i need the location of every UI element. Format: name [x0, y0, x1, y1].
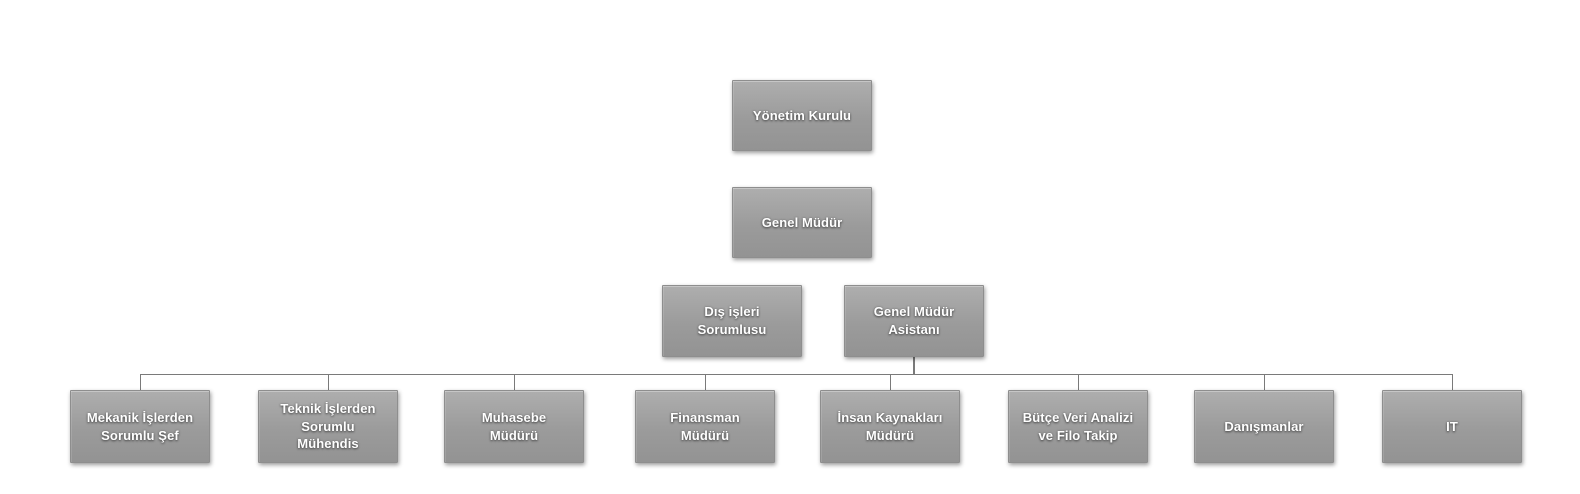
connector-stub — [1264, 374, 1265, 390]
connector-riser-genel-mudur-asistani — [913, 357, 915, 374]
node-label: Finansman Müdürü — [670, 409, 740, 443]
node-teknik-islerden-sorumlu-muhendis[interactable]: Teknik İşlerden Sorumlu Mühendis — [258, 390, 398, 463]
node-genel-mudur-asistani[interactable]: Genel Müdür Asistanı — [844, 285, 984, 357]
connector-stub — [514, 374, 515, 390]
node-yonetim-kurulu[interactable]: Yönetim Kurulu — [732, 80, 872, 151]
node-genel-mudur[interactable]: Genel Müdür — [732, 187, 872, 258]
node-butce-veri-analizi-ve-filo-takip[interactable]: Bütçe Veri Analizi ve Filo Takip — [1008, 390, 1148, 463]
connector-stub — [328, 374, 329, 390]
node-label: İnsan Kaynakları Müdürü — [837, 409, 943, 443]
connector-stub — [140, 374, 141, 390]
connector-stub — [1452, 374, 1453, 390]
node-label: Genel Müdür Asistanı — [873, 304, 955, 337]
node-finansman-muduru[interactable]: Finansman Müdürü — [635, 390, 775, 463]
connector-stub — [890, 374, 891, 390]
node-label: Yönetim Kurulu — [752, 107, 852, 123]
node-it[interactable]: IT — [1382, 390, 1522, 463]
node-dis-isleri-sorumlusu[interactable]: Dış işleri Sorumlusu — [662, 285, 802, 357]
node-label: Bütçe Veri Analizi ve Filo Takip — [1022, 409, 1134, 443]
node-insan-kaynaklari-muduru[interactable]: İnsan Kaynakları Müdürü — [820, 390, 960, 463]
node-label: Danışmanlar — [1224, 418, 1304, 434]
connector-stub — [1078, 374, 1079, 390]
node-mekanik-islerden-sorumlu-sef[interactable]: Mekanik İşlerden Sorumlu Şef — [70, 390, 210, 463]
connector-stub — [705, 374, 706, 390]
node-label: Dış işleri Sorumlusu — [697, 304, 767, 337]
connector-horizontal-bus — [140, 374, 1453, 375]
node-label: Teknik İşlerden Sorumlu Mühendis — [280, 401, 376, 452]
node-muhasebe-muduru[interactable]: Muhasebe Müdürü — [444, 390, 584, 463]
node-label: Muhasebe Müdürü — [481, 409, 547, 443]
node-label: Mekanik İşlerden Sorumlu Şef — [86, 409, 194, 443]
node-danismanlar[interactable]: Danışmanlar — [1194, 390, 1334, 463]
node-label: Genel Müdür — [761, 214, 843, 230]
node-label: IT — [1446, 418, 1458, 434]
